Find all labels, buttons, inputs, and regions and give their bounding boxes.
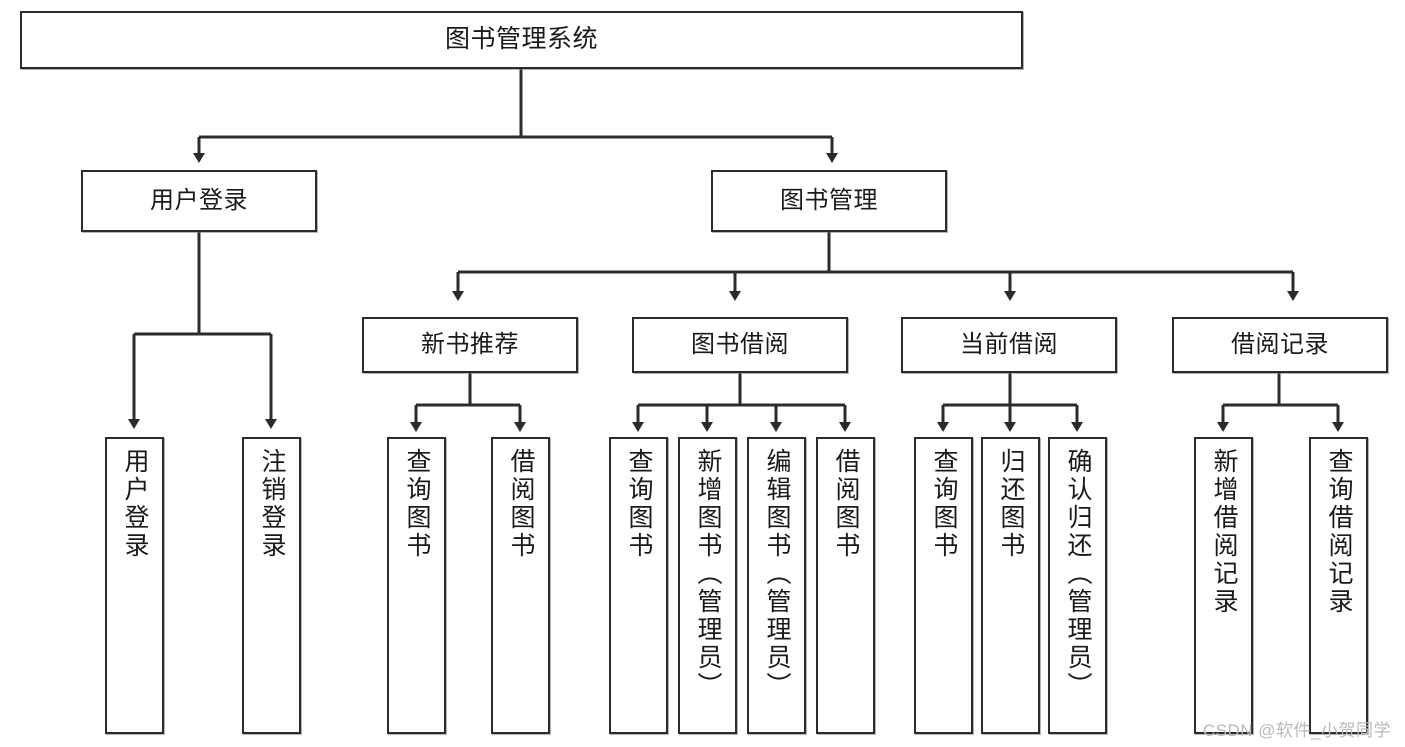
node-leaf-user-login[interactable]: 用户登录 bbox=[105, 437, 164, 734]
node-leaf-edit-book-label: 编辑图书（管理员） bbox=[763, 448, 791, 700]
node-leaf-query-book-1[interactable]: 查询图书 bbox=[387, 437, 446, 734]
node-leaf-borrow-book-1[interactable]: 借阅图书 bbox=[491, 437, 550, 734]
node-root[interactable]: 图书管理系统 bbox=[20, 11, 1023, 69]
node-user-login[interactable]: 用户登录 bbox=[81, 170, 317, 232]
node-leaf-query-book-3[interactable]: 查询图书 bbox=[914, 437, 973, 734]
node-leaf-add-record-label: 新增借阅记录 bbox=[1210, 448, 1238, 616]
node-book-manage[interactable]: 图书管理 bbox=[711, 170, 947, 232]
node-leaf-borrow-book-2[interactable]: 借阅图书 bbox=[816, 437, 875, 734]
node-leaf-add-record[interactable]: 新增借阅记录 bbox=[1194, 437, 1253, 734]
node-leaf-confirm-return[interactable]: 确认归还（管理员） bbox=[1048, 437, 1107, 734]
node-leaf-add-book[interactable]: 新增图书（管理员） bbox=[678, 437, 737, 734]
node-leaf-add-book-label: 新增图书（管理员） bbox=[694, 448, 722, 700]
node-current-borrow[interactable]: 当前借阅 bbox=[901, 317, 1117, 373]
node-leaf-edit-book[interactable]: 编辑图书（管理员） bbox=[747, 437, 806, 734]
node-new-book-rec[interactable]: 新书推荐 bbox=[362, 317, 578, 373]
node-book-borrow[interactable]: 图书借阅 bbox=[632, 317, 848, 373]
node-leaf-query-book-2-label: 查询图书 bbox=[625, 448, 653, 560]
watermark: CSDN @软件_小贺同学 bbox=[1202, 721, 1391, 740]
node-book-borrow-label: 图书借阅 bbox=[691, 330, 789, 358]
node-leaf-return-book[interactable]: 归还图书 bbox=[981, 437, 1040, 734]
node-leaf-borrow-book-2-label: 借阅图书 bbox=[832, 448, 860, 560]
node-user-login-label: 用户登录 bbox=[150, 186, 248, 214]
node-leaf-confirm-return-label: 确认归还（管理员） bbox=[1064, 448, 1092, 700]
node-borrow-record-label: 借阅记录 bbox=[1231, 330, 1329, 358]
node-leaf-query-book-1-label: 查询图书 bbox=[403, 448, 431, 560]
node-root-label: 图书管理系统 bbox=[444, 25, 598, 54]
node-leaf-user-logout-label: 注销登录 bbox=[258, 448, 286, 560]
node-current-borrow-label: 当前借阅 bbox=[960, 330, 1058, 358]
node-leaf-query-record-label: 查询借阅记录 bbox=[1325, 448, 1353, 616]
node-leaf-query-book-2[interactable]: 查询图书 bbox=[609, 437, 668, 734]
node-leaf-borrow-book-1-label: 借阅图书 bbox=[507, 448, 535, 560]
node-leaf-query-record[interactable]: 查询借阅记录 bbox=[1309, 437, 1368, 734]
node-new-book-rec-label: 新书推荐 bbox=[421, 330, 519, 358]
node-leaf-user-login-label: 用户登录 bbox=[121, 448, 149, 560]
node-leaf-user-logout[interactable]: 注销登录 bbox=[242, 437, 301, 734]
node-leaf-query-book-3-label: 查询图书 bbox=[930, 448, 958, 560]
node-borrow-record[interactable]: 借阅记录 bbox=[1172, 317, 1388, 373]
node-book-manage-label: 图书管理 bbox=[780, 186, 878, 214]
node-leaf-return-book-label: 归还图书 bbox=[997, 448, 1025, 560]
